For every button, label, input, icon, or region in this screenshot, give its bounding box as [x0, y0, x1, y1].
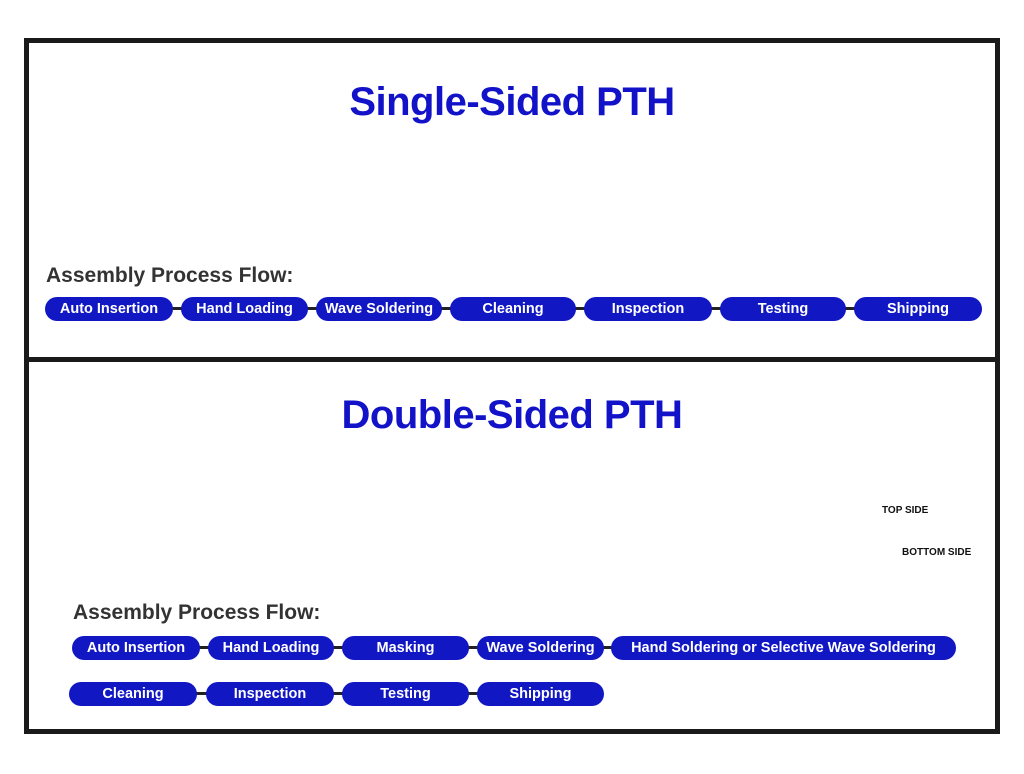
- double-sided-title: Double-Sided PTH: [341, 393, 683, 437]
- step-testing: Testing: [342, 682, 469, 706]
- flow-connector: [180, 692, 490, 695]
- top-side-label: TOP SIDE: [882, 505, 929, 516]
- step-shipping: Shipping: [854, 297, 982, 321]
- step-shipping: Shipping: [477, 682, 604, 706]
- step-hand-or-selective-wave-soldering: Hand Soldering or Selective Wave Solderi…: [611, 636, 956, 660]
- step-auto-insertion: Auto Insertion: [72, 636, 200, 660]
- step-masking: Masking: [342, 636, 469, 660]
- double-flow-label: Assembly Process Flow:: [73, 601, 321, 624]
- step-hand-loading: Hand Loading: [181, 297, 308, 321]
- step-auto-insertion: Auto Insertion: [45, 297, 173, 321]
- single-flow-label: Assembly Process Flow:: [46, 264, 294, 287]
- step-cleaning: Cleaning: [450, 297, 576, 321]
- bottom-side-label: BOTTOM SIDE: [902, 547, 972, 558]
- step-cleaning: Cleaning: [69, 682, 197, 706]
- step-wave-soldering: Wave Soldering: [316, 297, 442, 321]
- double-sided-panel: [24, 357, 1000, 734]
- step-inspection: Inspection: [584, 297, 712, 321]
- step-testing: Testing: [720, 297, 846, 321]
- step-inspection: Inspection: [206, 682, 334, 706]
- single-sided-title: Single-Sided PTH: [349, 80, 675, 124]
- step-hand-loading: Hand Loading: [208, 636, 334, 660]
- step-wave-soldering: Wave Soldering: [477, 636, 604, 660]
